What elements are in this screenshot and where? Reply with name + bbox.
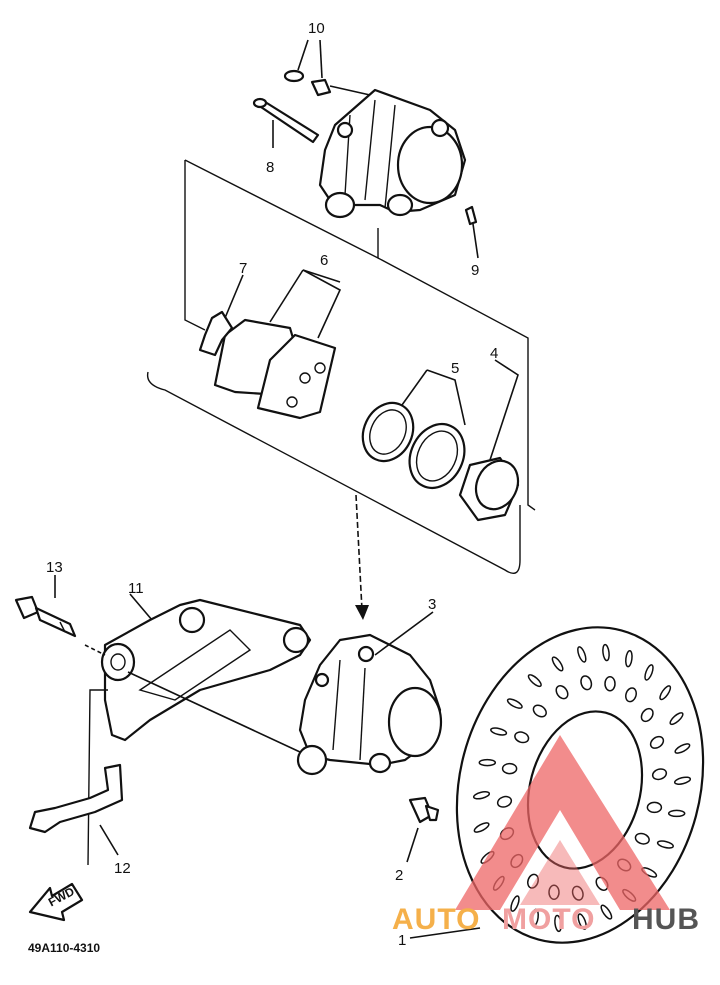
caliper-bracket-11: [100, 593, 312, 742]
caliper-3: [296, 611, 443, 776]
fwd-arrow: FWD: [28, 882, 84, 922]
clip-12: [28, 763, 124, 856]
callout-10: 10: [308, 20, 325, 37]
watermark-triangle: [455, 735, 670, 910]
disc-hole: [532, 704, 547, 718]
diagram-code: 49A110-4310: [28, 941, 100, 955]
disc-hole: [473, 822, 490, 833]
callout-2: 2: [395, 867, 403, 884]
disc-hole: [571, 885, 584, 901]
disc-hole: [649, 735, 665, 749]
watermark-moto: MOTO: [502, 903, 595, 936]
callout-1: 1: [398, 932, 406, 949]
disc-hole: [548, 884, 560, 901]
piston-4: [458, 456, 520, 522]
disc-hole: [625, 649, 633, 668]
seals-5: [361, 401, 466, 489]
disc-hole: [646, 801, 663, 814]
callout-5: 5: [451, 360, 459, 377]
exploded-outline-top: [184, 160, 206, 331]
bolt-13: [14, 575, 106, 656]
callout-3: 3: [428, 596, 436, 613]
disc-hole: [604, 675, 616, 692]
disc-hole: [674, 743, 691, 754]
disc-hole: [506, 698, 523, 709]
disc-hole: [510, 895, 520, 912]
bleed-screw-10: [283, 69, 371, 97]
disc-hole: [659, 685, 672, 701]
watermark-hub: HUB: [632, 903, 700, 936]
disc-hole: [490, 727, 508, 736]
disc-hole: [673, 776, 692, 785]
callout-11: 11: [128, 580, 144, 597]
disc-hole: [651, 768, 668, 781]
bracket-outline-left: [87, 689, 108, 866]
disc-hole: [555, 685, 569, 700]
disc-hole: [501, 762, 518, 775]
disc-hole: [527, 674, 542, 688]
disc-hole: [600, 904, 613, 920]
disc-hole: [667, 809, 686, 818]
bracket-to-caliper-line: [127, 671, 301, 753]
bolt-8: [252, 97, 320, 144]
disc-hole: [478, 758, 497, 767]
watermark-triangle-inner: [520, 840, 600, 905]
callout-6: 6: [320, 252, 328, 269]
disc-hole: [656, 840, 674, 849]
pad-spring-7: [198, 310, 234, 357]
disc-hole: [554, 914, 562, 933]
disc-hole: [602, 643, 610, 662]
disc-hole: [577, 646, 587, 663]
callout-12: 12: [114, 860, 131, 877]
disc-hole: [472, 791, 491, 800]
disc-hole: [531, 908, 539, 927]
disc-hole: [527, 873, 539, 889]
callout-8: 8: [266, 159, 274, 176]
disc-hole: [551, 656, 564, 672]
watermark-logo: [455, 735, 670, 910]
disc-hole: [669, 712, 684, 726]
callout-7: 7: [239, 260, 247, 277]
bolt-2: [406, 796, 440, 863]
disc-hole: [580, 675, 593, 691]
leader-lines-top: [224, 39, 519, 461]
caliper-exploded-group: [146, 39, 536, 574]
disc-hole: [496, 795, 513, 808]
exploded-outline-bottom: [146, 371, 521, 574]
disc-hole: [514, 731, 530, 744]
pin-9: [464, 205, 479, 259]
caliper-body-top: [318, 88, 467, 219]
callout-13: 13: [46, 559, 63, 576]
callout-4: 4: [490, 345, 498, 362]
disc-hole: [640, 707, 654, 723]
assembly-arrow: [355, 494, 369, 620]
callout-9: 9: [471, 262, 479, 279]
disc-hole: [634, 832, 650, 845]
disc-hole: [644, 664, 654, 681]
exploded-outline-right2: [377, 257, 536, 511]
disc-hole: [577, 913, 587, 930]
watermark-auto: AUTO: [392, 903, 480, 936]
disc-hole: [625, 687, 637, 703]
brake-pads-6: [213, 318, 337, 420]
